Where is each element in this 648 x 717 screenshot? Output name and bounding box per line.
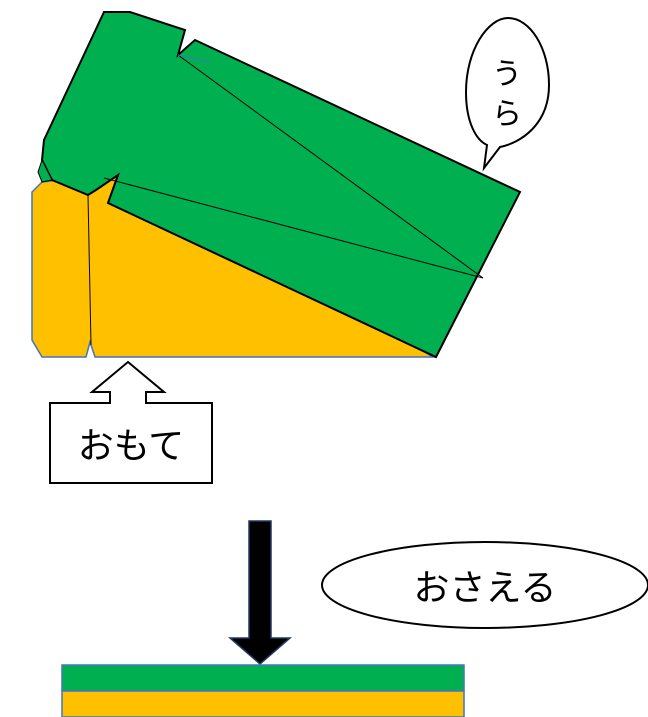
ura-bubble-shape: [464, 16, 551, 172]
omote-label: おもて: [78, 426, 185, 467]
flattened-layers: [61, 664, 465, 717]
osaeru-label: おさえる: [414, 568, 557, 609]
up-arrow-outline: [49, 360, 213, 484]
diagonal-crease-2: [103, 177, 484, 279]
press-down-arrow: [227, 520, 293, 665]
down-arrow-shape: [227, 520, 293, 665]
green-flap-fold: [37, 158, 53, 183]
ura-label-char: ら: [492, 97, 522, 132]
orange-layer-band: [61, 690, 465, 717]
green-back-paper: [37, 11, 522, 359]
notch-mark: [177, 54, 211, 63]
ura-speech-bubble: [464, 16, 551, 172]
diagonal-crease-1: [177, 54, 484, 279]
ura-label: うら: [492, 57, 522, 132]
osaeru-ellipse: [321, 541, 648, 629]
ura-label-char: う: [492, 57, 522, 92]
green-layer-band: [61, 664, 465, 692]
orange-crease-line: [87, 194, 92, 346]
osaeru-ellipse-label: おさえる: [321, 541, 648, 629]
omote-callout: おもて: [49, 360, 213, 484]
